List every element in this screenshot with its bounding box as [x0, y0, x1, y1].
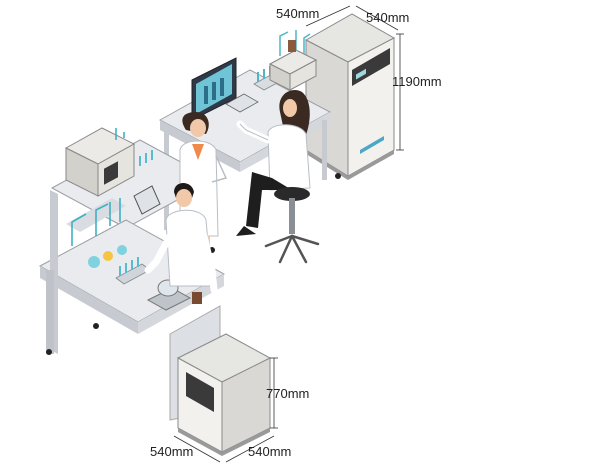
small-unit-depth-label: 540mm: [150, 444, 194, 459]
small-generator-unit: [176, 333, 272, 456]
large-unit-dimension-lines: [305, 5, 404, 151]
large-unit-depth-label: 540mm: [276, 6, 320, 21]
scientist-front: [144, 183, 218, 294]
small-unit-width-label: 540mm: [248, 444, 292, 459]
large-unit-width-label: 540mm: [366, 10, 410, 25]
small-unit-height-label: 770mm: [266, 386, 310, 401]
scientist-seated: [236, 90, 320, 264]
large-unit-height-label: 1190mm: [392, 74, 442, 89]
small-unit-dimension-lines: [173, 357, 278, 463]
large-generator-unit: [304, 13, 396, 180]
